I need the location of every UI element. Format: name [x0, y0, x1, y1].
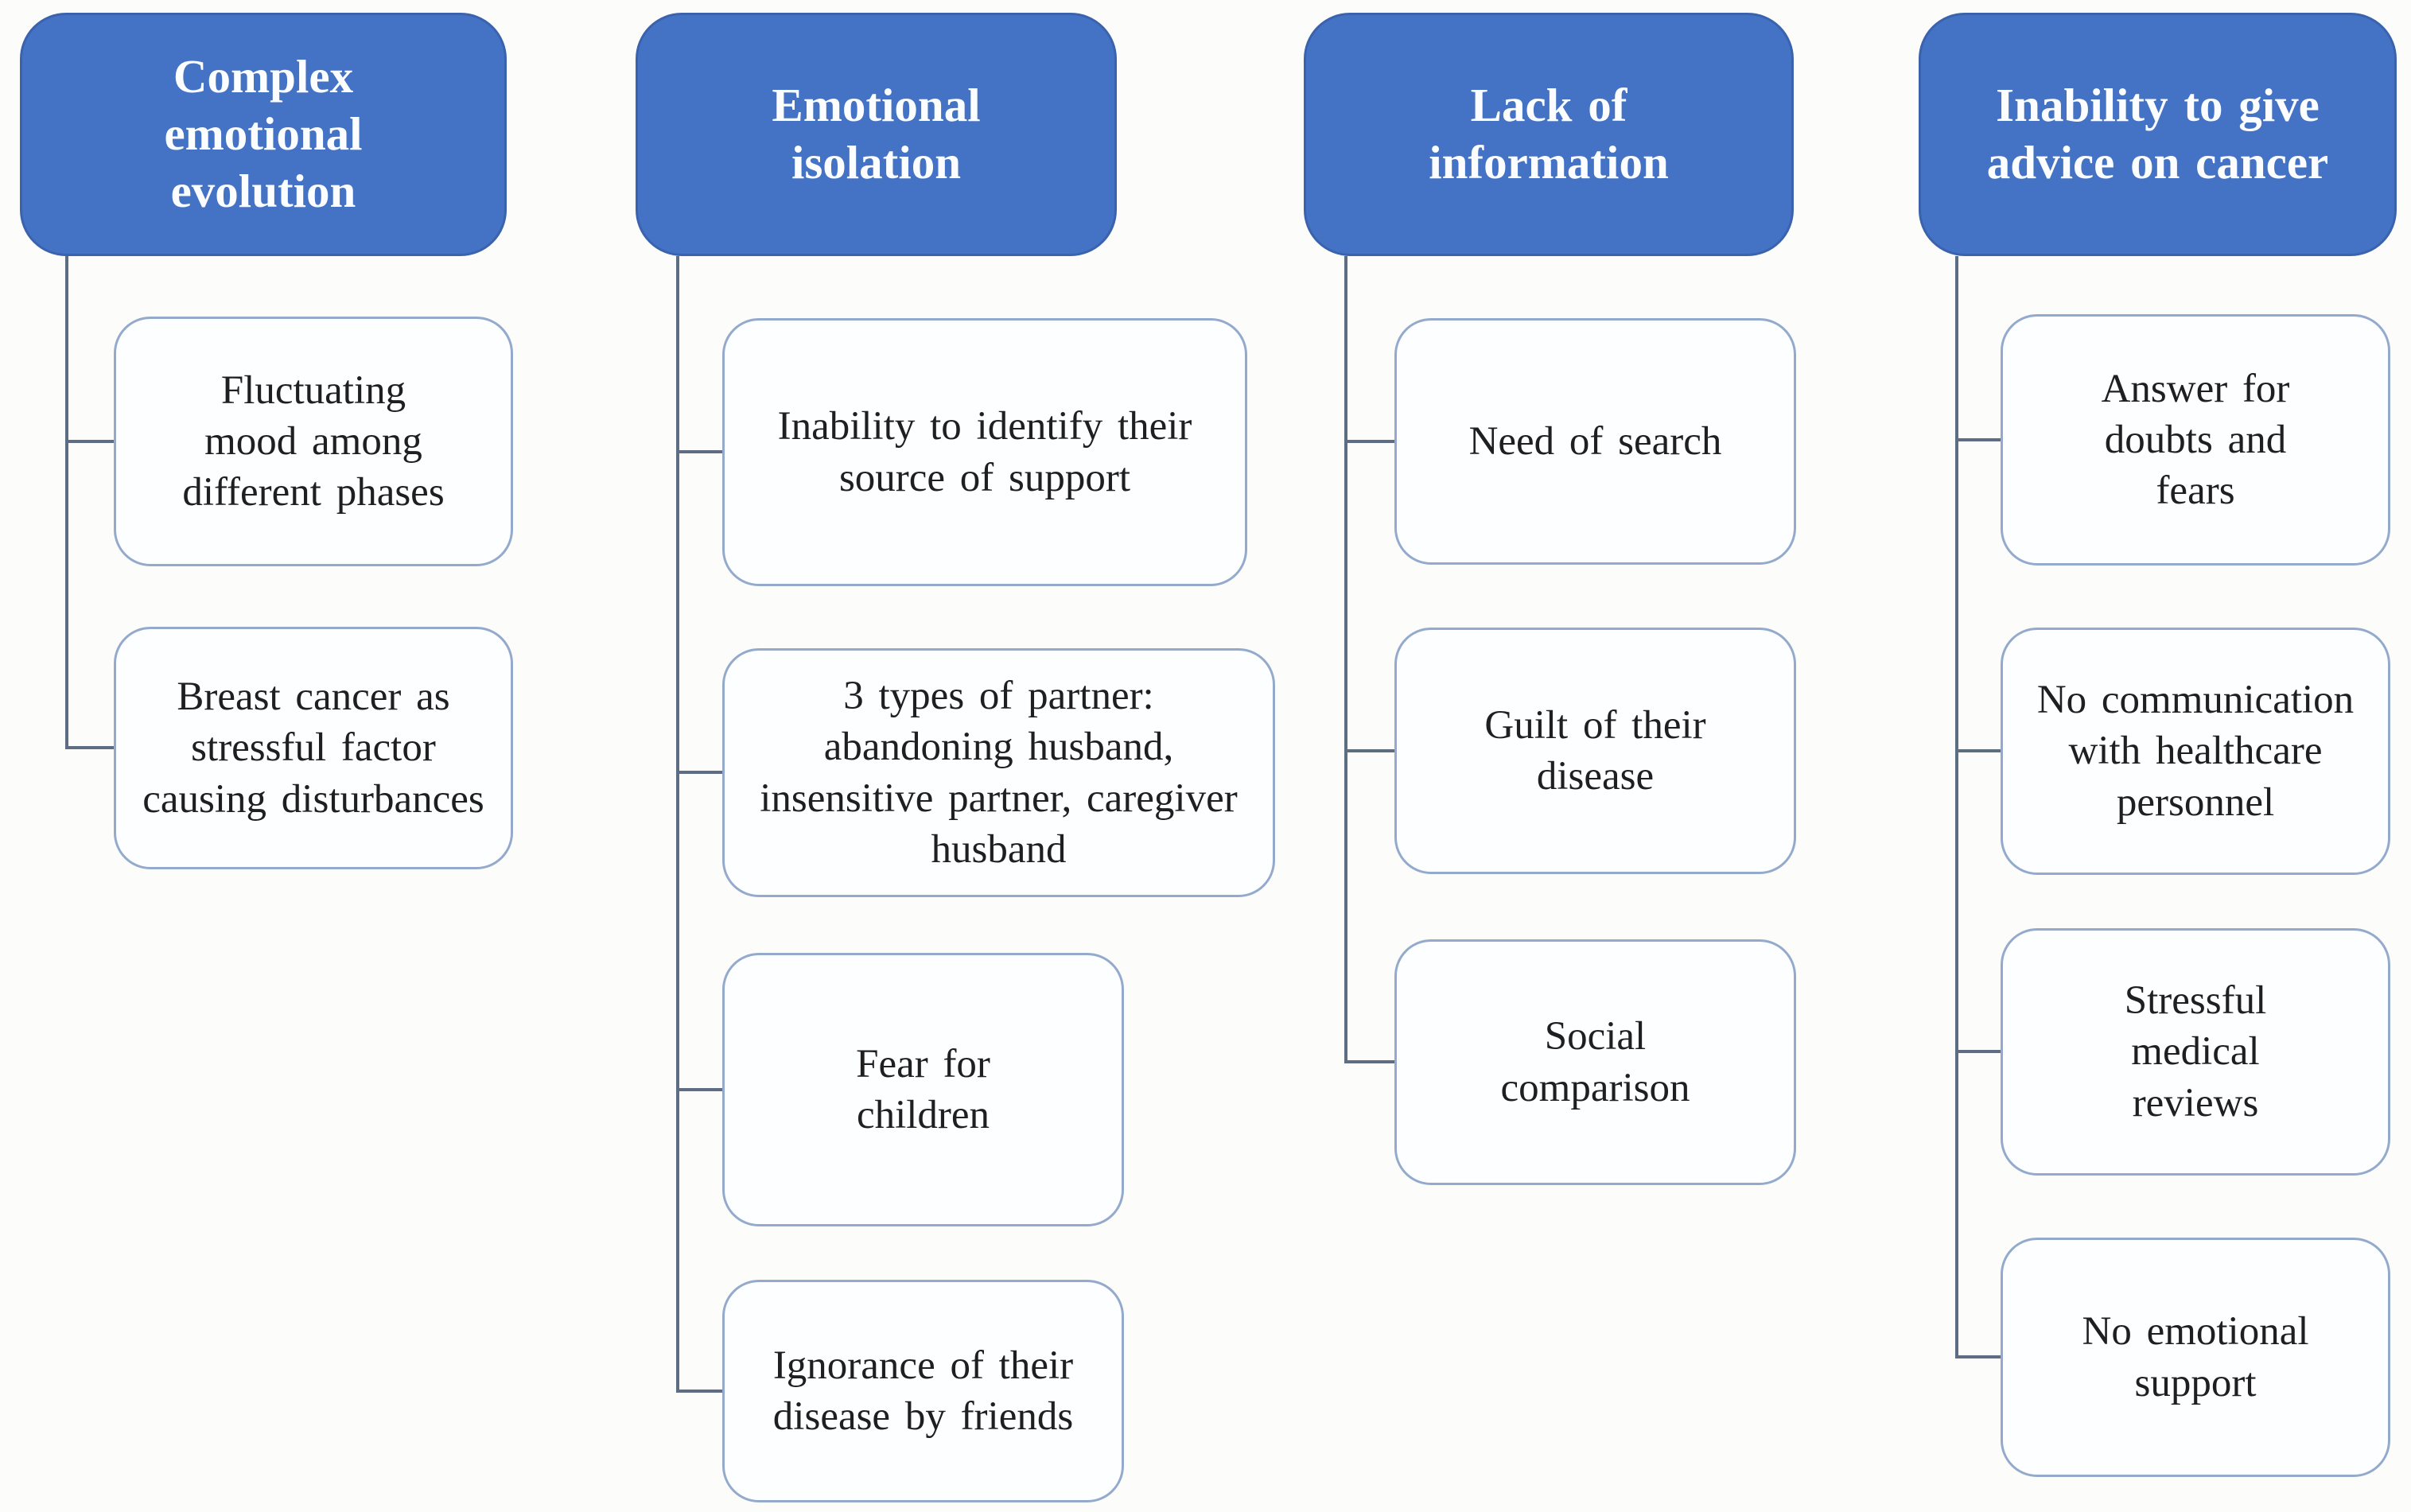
header-emotional-isolation: Emotional isolation — [636, 13, 1117, 256]
node-guilt-of-disease: Guilt of their disease — [1394, 628, 1796, 874]
node-fear-for-children: Fear for children — [722, 953, 1124, 1226]
connector-vertical-line — [65, 256, 68, 748]
node-no-emotional-support: No emotional support — [2001, 1238, 2390, 1477]
connector-elbow-line — [676, 1088, 724, 1091]
connector-elbow-line — [1955, 1355, 2002, 1358]
connector-elbow-line — [1344, 749, 1396, 752]
node-three-types-of-partner: 3 types of partner: abandoning husband, … — [722, 648, 1275, 897]
node-breast-cancer-stressful-factor: Breast cancer as stressful factor causin… — [114, 627, 513, 869]
node-need-of-search: Need of search — [1394, 318, 1796, 565]
connector-elbow-line — [676, 1390, 724, 1393]
node-fluctuating-mood: Fluctuating mood among different phases — [114, 317, 513, 566]
node-no-communication-healthcare: No communication with healthcare personn… — [2001, 628, 2390, 875]
node-answer-doubts-fears: Answer for doubts and fears — [2001, 314, 2390, 566]
connector-vertical-line — [1955, 256, 1958, 1358]
connector-elbow-line — [65, 440, 115, 443]
node-ignorance-by-friends: Ignorance of their disease by friends — [722, 1280, 1124, 1502]
header-lack-of-information: Lack of information — [1304, 13, 1794, 256]
node-inability-identify-support: Inability to identify their source of su… — [722, 318, 1247, 586]
connector-vertical-line — [1344, 256, 1347, 1063]
connector-elbow-line — [1344, 1060, 1396, 1063]
connector-vertical-line — [676, 256, 679, 1393]
connector-elbow-line — [676, 771, 724, 774]
node-social-comparison: Social comparison — [1394, 939, 1796, 1185]
connector-elbow-line — [1955, 1050, 2002, 1053]
connector-elbow-line — [1955, 438, 2002, 441]
connector-elbow-line — [65, 746, 115, 749]
connector-elbow-line — [1344, 440, 1396, 443]
header-inability-give-advice: Inability to give advice on cancer — [1919, 13, 2397, 256]
node-stressful-medical-reviews: Stressful medical reviews — [2001, 928, 2390, 1176]
connector-elbow-line — [1955, 749, 2002, 752]
header-complex-emotional-evolution: Complex emotional evolution — [20, 13, 507, 256]
connector-elbow-line — [676, 450, 724, 453]
